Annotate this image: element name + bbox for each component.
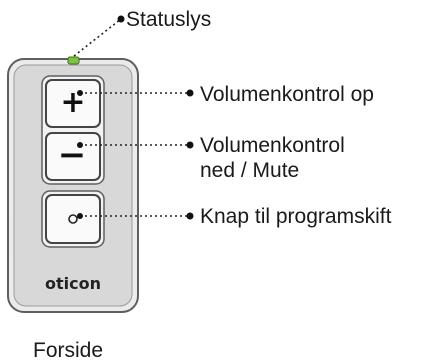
leader-status [73,18,122,57]
label-volume-up: Volumenkontrol op [200,83,374,106]
volume-up-button[interactable] [45,79,101,128]
leader-volume-down-end [186,141,194,149]
program-button[interactable] [45,194,101,244]
leader-volume-up-dot [77,90,83,96]
label-status-light: Statuslys [126,8,212,31]
minus-icon: − [58,135,87,175]
leader-program-dot [77,213,83,219]
leader-program-end [186,212,194,220]
status-led-icon [67,56,80,65]
brand-logo: oticon [45,274,101,293]
caption-front: Forside [33,339,104,362]
leader-status-dot [117,15,125,23]
label-volume-down-line1: Volumenkontrol [200,134,345,157]
label-program-button: Knap til programskift [200,205,392,228]
leader-volume-up-end [186,89,194,97]
label-volume-down-line2: ned / Mute [200,159,300,182]
program-switch-icon [68,214,78,224]
leader-volume-down-dot [77,142,83,148]
plus-icon: + [60,85,85,120]
